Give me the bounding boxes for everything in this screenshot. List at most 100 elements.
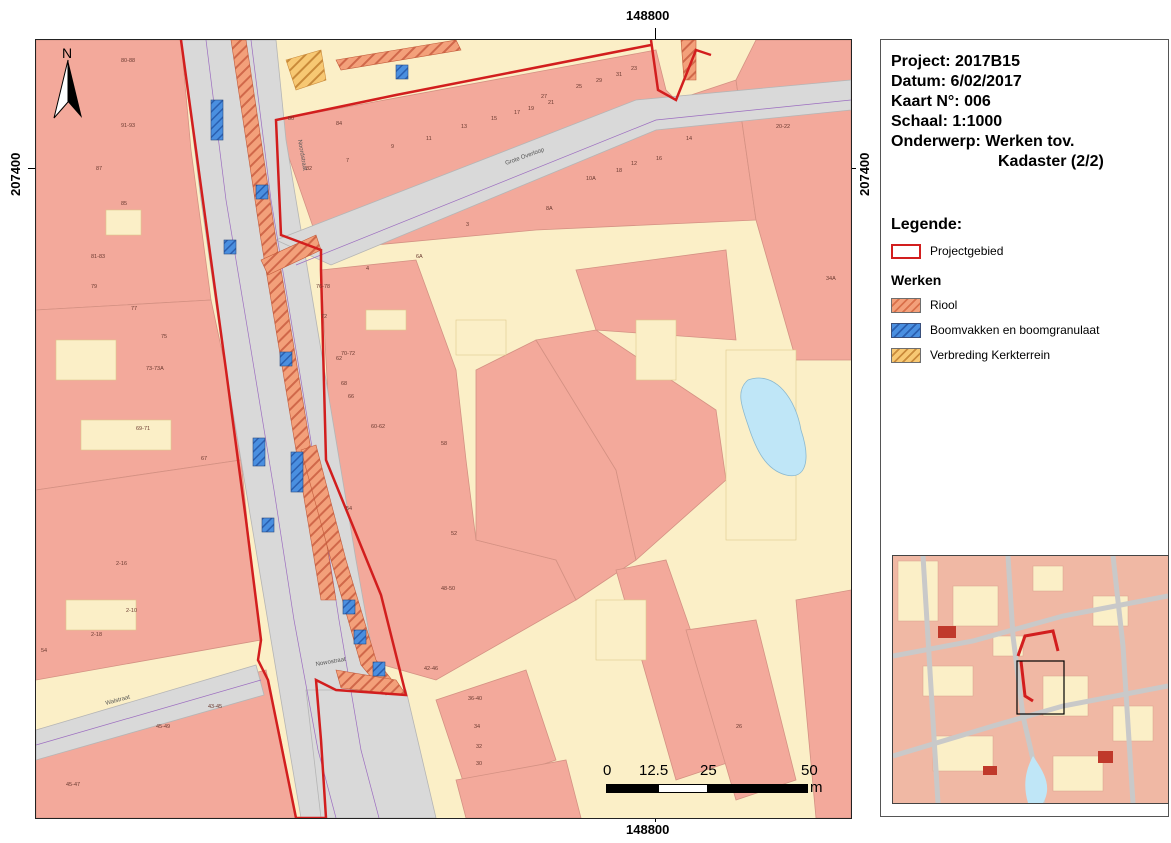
parcel-label: 69-71 bbox=[136, 426, 150, 432]
parcel-label: 75 bbox=[161, 334, 167, 340]
parcel-block-w bbox=[36, 299, 242, 491]
overview-canvas bbox=[893, 556, 1168, 803]
scalebar-unit: m bbox=[810, 779, 823, 796]
parcel-block-se2 bbox=[685, 619, 797, 801]
map-info: Project: 2017B15 Datum: 6/02/2017 Kaart … bbox=[891, 52, 1104, 172]
parcel-block-e2 bbox=[795, 589, 851, 818]
parcel-label: 25 bbox=[576, 84, 582, 90]
parcel-label: 8A bbox=[546, 206, 553, 212]
scalebar-label-0: 0 bbox=[603, 762, 612, 779]
parcel-label: 2-10 bbox=[126, 608, 137, 614]
parcel-label: 15 bbox=[491, 116, 497, 122]
street-label-nowostraat: Nowostraat bbox=[315, 657, 346, 668]
map-canvas[interactable]: Grote Overloop Noordstraat Nowostraat Wa… bbox=[36, 40, 851, 818]
scalebar-label-25: 25 bbox=[700, 762, 717, 779]
riool-layer bbox=[230, 40, 697, 696]
parcel-label: 16 bbox=[656, 156, 662, 162]
date-label: Datum: 6/02/2017 bbox=[891, 73, 1022, 90]
legend-panel: Project: 2017B15 Datum: 6/02/2017 Kaart … bbox=[880, 39, 1169, 817]
parcel-block-s2 bbox=[455, 759, 582, 818]
parcel-label: 81-83 bbox=[91, 254, 105, 260]
tick-top bbox=[655, 28, 656, 39]
subject-label: Onderwerp: Werken tov. bbox=[891, 133, 1075, 150]
parcel-block-ee bbox=[575, 249, 737, 341]
parcel-block-s bbox=[435, 669, 557, 791]
parcel-label: 20-22 bbox=[776, 124, 790, 130]
boomvakken-layer bbox=[210, 64, 409, 677]
scalebar-segment-1 bbox=[606, 784, 658, 793]
parcel-label: 60-62 bbox=[371, 424, 385, 430]
tick-right bbox=[850, 168, 856, 169]
overview-map[interactable] bbox=[892, 555, 1169, 804]
scale-label: Schaal: 1:1000 bbox=[891, 113, 1003, 130]
north-arrow-right-icon bbox=[68, 60, 82, 118]
parcel-label: 73-73A bbox=[146, 366, 164, 372]
parcel-label: 13 bbox=[461, 124, 467, 130]
parcel-label: 34A bbox=[826, 276, 836, 282]
kerkterrein-swatch-icon bbox=[891, 347, 921, 363]
overview-extent-box bbox=[1016, 660, 1065, 715]
pond bbox=[740, 377, 807, 477]
parcel-label: 66 bbox=[348, 394, 354, 400]
legend-item-riool: Riool bbox=[891, 296, 957, 314]
parcel-label: 31 bbox=[616, 72, 622, 78]
main-map[interactable]: Grote Overloop Noordstraat Nowostraat Wa… bbox=[35, 39, 852, 819]
parcel-label: 77 bbox=[131, 306, 137, 312]
parcel-label: 23 bbox=[631, 66, 637, 72]
subject-label-continued: Kadaster (2/2) bbox=[998, 153, 1104, 170]
parcel-block-sw bbox=[36, 459, 262, 681]
parcel-label: 42-46 bbox=[424, 666, 438, 672]
parcel-label: 6A bbox=[416, 254, 423, 260]
parcel-label: 17 bbox=[514, 110, 520, 116]
parcel-label: 62 bbox=[336, 356, 342, 362]
parcel-label: 87 bbox=[96, 166, 102, 172]
projectgebied-swatch-icon bbox=[891, 243, 921, 259]
street-label-noordstraat: Noordstraat bbox=[296, 139, 307, 171]
parcel-label: 72 bbox=[321, 314, 327, 320]
parcel-label: 18 bbox=[616, 168, 622, 174]
parcel-label: 45-47 bbox=[66, 782, 80, 788]
scalebar-label-50: 50 bbox=[801, 762, 818, 779]
parcel-label: 11 bbox=[426, 136, 432, 142]
parcel-label: 67 bbox=[201, 456, 207, 462]
parcel-label: 26 bbox=[736, 724, 742, 730]
scalebar-segment-3 bbox=[708, 784, 808, 793]
parcel-labels: 80-88 91-93 87 85 81-83 79 77 75 73-73A … bbox=[41, 58, 836, 788]
legend-item-label: Riool bbox=[930, 298, 958, 312]
project-area-outline bbox=[179, 40, 712, 818]
parcel-label: 19 bbox=[528, 106, 534, 112]
boomvakken-swatch-icon bbox=[891, 322, 921, 338]
parcel-label: 80-88 bbox=[121, 58, 135, 64]
parcel-label: 27 bbox=[541, 94, 547, 100]
parcel-label: 30 bbox=[476, 761, 482, 767]
parcel-label: 82 bbox=[306, 166, 312, 172]
parcel-label: 4 bbox=[366, 266, 369, 272]
parcel-label: 79 bbox=[91, 284, 97, 290]
parcel-label: 2-18 bbox=[91, 632, 102, 638]
parcel-label: 48-50 bbox=[441, 586, 455, 592]
parcel-label: 36-40 bbox=[468, 696, 482, 702]
tick-bottom bbox=[655, 817, 656, 822]
parcel-label: 70-72 bbox=[341, 351, 355, 357]
parcel-block-nw bbox=[36, 40, 212, 311]
parcel-label: 12 bbox=[631, 161, 637, 167]
coord-top-label: 148800 bbox=[626, 8, 670, 23]
parcel-label: 54 bbox=[346, 506, 352, 512]
legend-item-kerkterrein: Verbreding Kerkterrein bbox=[891, 346, 1050, 364]
kerkterrein-area bbox=[285, 49, 327, 91]
legend-item-label: Boomvakken en boomgranulaat bbox=[930, 323, 1100, 337]
parcel-label: 54 bbox=[41, 648, 47, 654]
legend-item-projectgebied: Projectgebied bbox=[891, 242, 1003, 260]
north-arrow: N bbox=[53, 45, 82, 119]
parcel-label: 9 bbox=[391, 144, 394, 150]
parcel-label: 3 bbox=[466, 222, 469, 228]
scalebar-segment-2 bbox=[658, 784, 708, 793]
parcel-label: 21 bbox=[548, 100, 554, 106]
parcel-label: 68 bbox=[341, 381, 347, 387]
road-ne bbox=[274, 79, 851, 266]
parcel-label: 91-93 bbox=[121, 123, 135, 129]
coord-bottom-label: 148800 bbox=[626, 822, 670, 837]
parcel-label: 76-78 bbox=[316, 284, 330, 290]
parcel-label: 84 bbox=[336, 121, 342, 127]
legend-item-boomvakken: Boomvakken en boomgranulaat bbox=[891, 321, 1099, 339]
